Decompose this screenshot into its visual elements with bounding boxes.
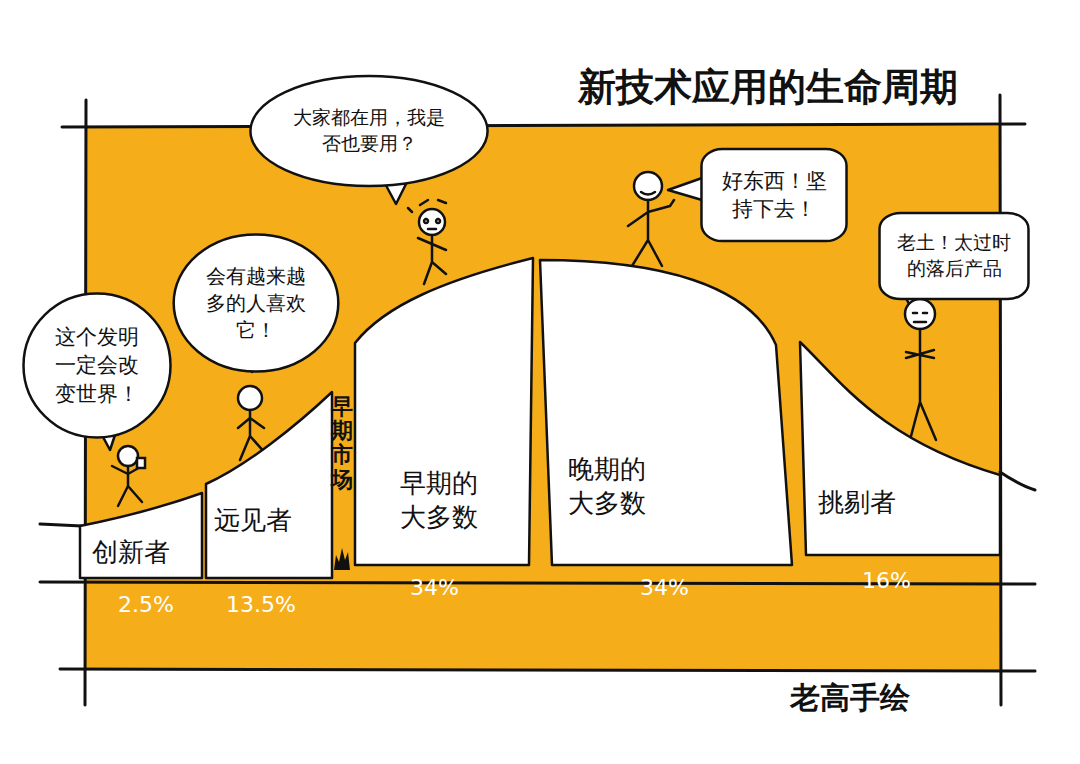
bubble-text: 老土！太过时的落后产品 [891,230,1017,281]
bubble-outline [24,293,171,437]
bubble-text: 好东西！坚持下去！ [718,167,830,224]
text-stack: 会有越来越多的人喜欢它！ [198,263,314,344]
band-label: 早期的 大多数 [400,467,490,535]
frame-lines [40,95,1035,705]
bubble-outline [250,76,487,186]
text-stack: 早期的 大多数 [400,467,490,535]
bubble-shape [700,148,848,242]
speech-bubble: 这个发明一定会改变世界！ [22,292,172,439]
bubble-text: 会有越来越多的人喜欢它！ [198,263,314,344]
text-stack: 远见者 [214,504,324,538]
text-stack: 好东西！坚持下去！ [718,167,830,224]
speech-bubble: 好东西！坚持下去！ [700,148,848,242]
orange-ground [86,126,1000,670]
band-label: 远见者 [214,504,324,538]
band-label: 创新者 [92,536,196,570]
chasm-label: 早期市场 [331,395,353,492]
speech-bubble: 老土！太过时的落后产品 [878,212,1030,300]
band-shape [206,386,332,578]
text-stack: 大家都在用，我是否也要用？ [289,105,449,156]
adopter-band: 晚期的 大多数 [540,255,792,565]
band-outline [800,342,1000,555]
bubble-text: 这个发明一定会改变世界！ [45,323,149,408]
adopter-band: 早期的 大多数 [355,255,533,565]
text-stack: 晚期的 大多数 [568,453,658,521]
text-stack: 这个发明一定会改变世界！ [45,323,149,408]
adopter-band: 远见者 [206,386,332,578]
speech-bubble: 会有越来越多的人喜欢它！ [172,233,340,373]
bubble-shape [248,75,490,187]
band-label: 晚期的 大多数 [568,453,658,521]
speech-bubble: 大家都在用，我是否也要用？ [248,75,490,187]
bubble-text: 大家都在用，我是否也要用？ [289,105,449,156]
percentage: 13.5% [226,592,296,617]
percentage: 2.5% [118,592,174,617]
text-stack: 老土！太过时的落后产品 [891,230,1017,281]
band-outline [540,260,792,565]
text-stack: 创新者 [92,536,196,570]
adopter-band: 创新者 [80,488,202,578]
band-shape [800,340,1000,555]
percentage: 34% [410,575,459,600]
bubble-shape [878,212,1030,300]
percentage: 16% [862,568,911,593]
bubble-outline [880,213,1029,299]
bubble-outline [174,234,339,371]
title: 新技术应用的生命周期 [578,62,958,113]
caption: 老高手绘 [790,678,910,719]
chasm-rocks [334,548,350,570]
percentage: 34% [640,575,689,600]
band-shape [540,255,792,565]
band-outline [80,493,202,578]
band-label: 挑剔者 [818,486,918,520]
band-outline [206,392,332,578]
adopter-band: 挑剔者 [800,340,1000,555]
band-outline [355,258,533,565]
text-stack: 挑剔者 [818,486,918,520]
bubble-outline [701,149,846,241]
